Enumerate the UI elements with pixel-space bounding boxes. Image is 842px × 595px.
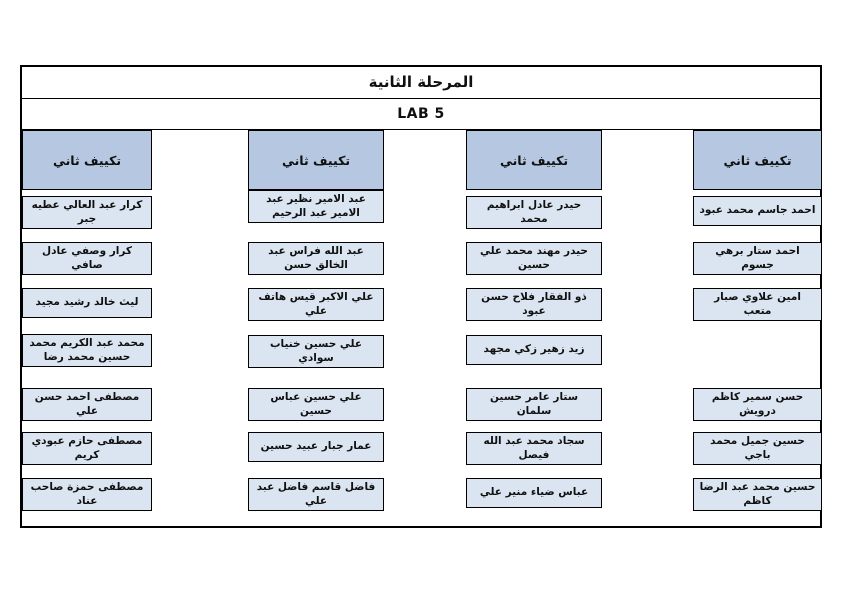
- student-name-box: كرار وصفي عادل صافي: [22, 242, 152, 276]
- student-name-box: علي الاكبر قيس هاتف علي: [248, 288, 384, 322]
- student-name-box: ذو الفقار فلاح حسن عبود: [466, 288, 602, 322]
- student-name-box: حسن سمير كاظم درويش: [693, 388, 822, 422]
- student-name-box: امين علاوي صبار متعب: [693, 288, 822, 322]
- student-name-box: ستار عامر حسين سلمان: [466, 388, 602, 422]
- student-name-box: عبد الامير نظير عبد الامير عبد الرحيم: [248, 190, 384, 224]
- student-name-box: سجاد محمد عبد الله فيصل: [466, 432, 602, 466]
- student-name-box: ليث خالد رشيد مجيد: [22, 288, 152, 318]
- student-name-box: حيدر مهند محمد علي حسين: [466, 242, 602, 276]
- student-name-box: عبد الله فراس عبد الخالق حسن: [248, 242, 384, 276]
- column-header: تكييف ثاني: [22, 130, 152, 190]
- student-name-box: عمار جبار عبيد حسين: [248, 432, 384, 462]
- student-name-box: مصطفى حمزة صاحب عناد: [22, 478, 152, 512]
- student-name-box: محمد عبد الكريم محمد حسين محمد رضا: [22, 334, 152, 368]
- student-name-box: احمد جاسم محمد عبود: [693, 196, 822, 226]
- student-name-box: زيد زهير زكي مجهد: [466, 335, 602, 365]
- student-name-box: حيدر عادل ابراهيم محمد: [466, 196, 602, 230]
- student-name-box: كرار عبد العالي عطيه جبر: [22, 196, 152, 230]
- column-header: تكييف ثاني: [248, 130, 384, 190]
- student-name-box: فاضل قاسم فاضل عبد علي: [248, 478, 384, 512]
- column-header: تكييف ثاني: [466, 130, 602, 190]
- student-name-box: حسين جميل محمد باجي: [693, 432, 822, 466]
- student-name-box: عباس ضياء منير علي: [466, 478, 602, 508]
- student-name-box: مصطفى حازم عبودي كريم: [22, 432, 152, 466]
- lab-title: LAB 5: [397, 106, 445, 122]
- student-name-box: علي حسين خنياب سوادي: [248, 335, 384, 369]
- student-name-box: حسين محمد عبد الرضا كاظم: [693, 478, 822, 512]
- lab-title-row: LAB 5: [20, 99, 822, 130]
- student-name-box: مصطفى احمد حسن علي: [22, 388, 152, 422]
- stage-title-row: المرحلة الثانية: [20, 65, 822, 99]
- column-header: تكييف ثاني: [693, 130, 822, 190]
- student-name-box: علي حسين عباس حسين: [248, 388, 384, 422]
- student-name-box: احمد ستار برهي جسوم: [693, 242, 822, 276]
- page-frame: [20, 65, 822, 528]
- stage-title: المرحلة الثانية: [368, 72, 474, 91]
